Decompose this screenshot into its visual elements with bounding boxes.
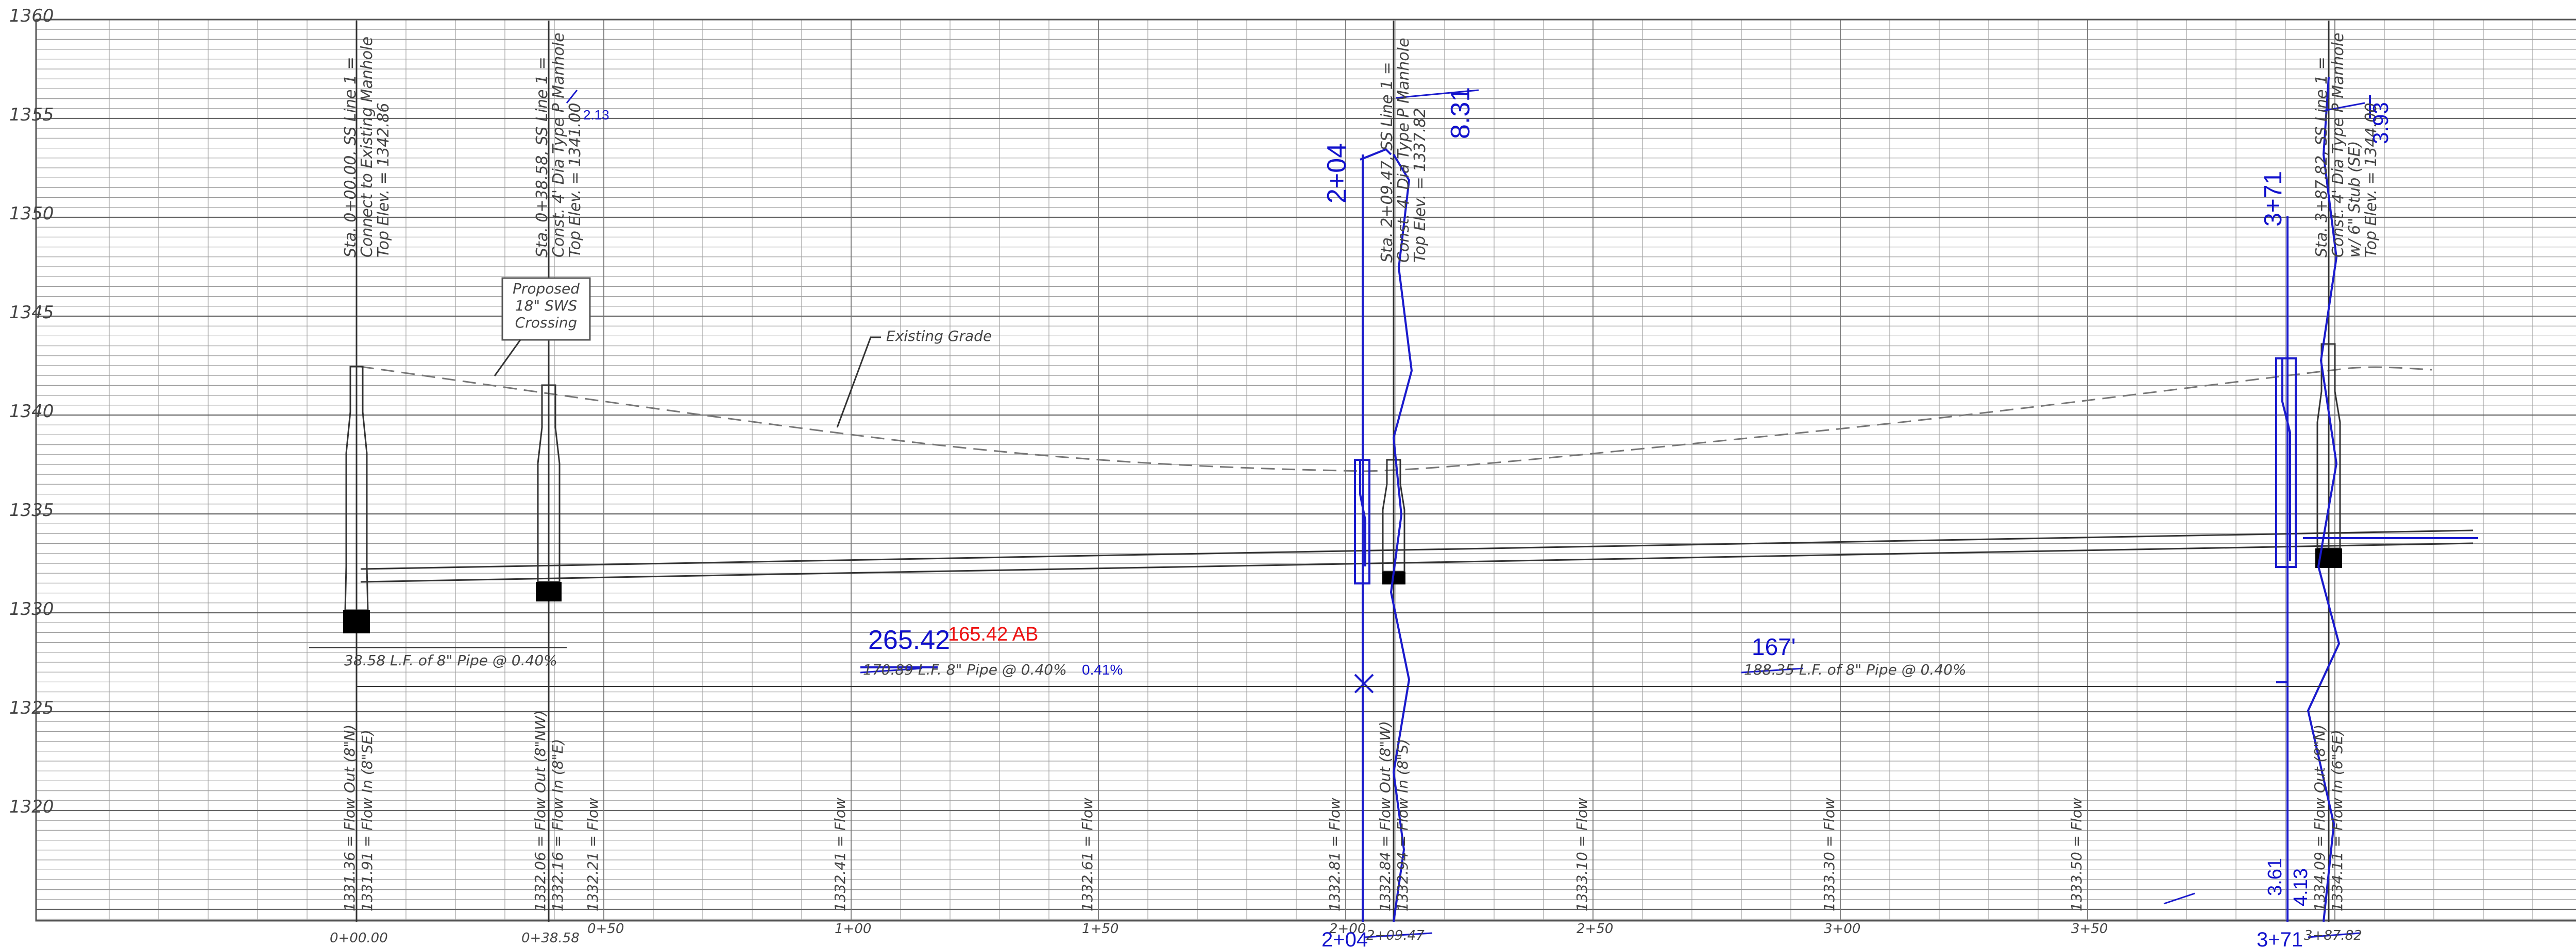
mh3-line-3: Top Elev. = 1337.82: [1411, 108, 1429, 263]
elev-label-left: 1360: [9, 6, 54, 26]
station-label: 0+38.58: [521, 930, 580, 946]
flow-label: 1333.50 = Flow: [2068, 798, 2085, 911]
station-labels: 0+00.00 0+38.58 0+50 1+00 1+50 2+00 2+50…: [330, 921, 2108, 946]
flow-label: 1334.11 = Flow In (6"SE): [2329, 730, 2346, 911]
flow-label: 1331.91 = Flow In (8"SE): [359, 730, 376, 911]
station-label: 0+00.00: [330, 930, 388, 946]
flow-label: 1332.61 = Flow: [1079, 798, 1096, 911]
run2-new-slope: 0.41%: [1082, 662, 1123, 678]
mh4-line-3: w/ 6" Stub (SE): [2346, 141, 2364, 257]
elev-label-left: 1320: [9, 797, 54, 817]
elevation-labels-left: 1360 1355 1350 1345 1340 1335 1330 1325 …: [9, 6, 54, 817]
station-label: 0+50: [587, 921, 624, 937]
sanitary-pipe: [360, 529, 2473, 583]
mh4-line-4: Top Elev. = 1344.00: [2362, 103, 2380, 257]
run3-label: 188.35 L.F. of 8" Pipe @ 0.40%: [1744, 661, 1967, 678]
mh2-markup: 2.13: [583, 107, 609, 123]
dimension-lines: [309, 647, 2329, 693]
mh3-label: Sta. 2+09.47, SS Line 1 = Const. 4' Dia …: [1378, 38, 1429, 263]
manhole-mh1: [343, 21, 370, 922]
mh4-station-markup: 3+71: [2260, 171, 2287, 227]
mh3-line-2: Const. 4' Dia Type P Manhole: [1395, 38, 1413, 263]
crossing-line-3: Crossing: [515, 314, 578, 331]
sta3-struck: 3+87.82: [2304, 928, 2362, 943]
flow-label: 1332.81 = Flow: [1326, 798, 1343, 911]
structure-labels: Sta. 0+00.00, SS Line 1 = Connect to Exi…: [342, 32, 2380, 263]
mh4-label: Sta. 3+87.82, SS Line 1 = Const. 4' Dia …: [2313, 32, 2380, 257]
markup-layer: [566, 77, 2478, 938]
sta2-struck: 2+09.47: [1366, 928, 1425, 943]
flow-label: 1332.16 = Flow In (8"E): [549, 739, 566, 911]
mh2-label: Sta. 0+38.58, SS Line 1 = Const. 4' Dia …: [533, 32, 584, 257]
profile-frame: [35, 19, 2576, 922]
crossing-callout: Proposed 18" SWS Crossing: [494, 277, 591, 376]
station-label: 1+00: [835, 921, 871, 937]
run1-label: 38.58 L.F. of 8" Pipe @ 0.40%: [344, 652, 557, 669]
elev-label-left: 1330: [9, 599, 54, 619]
mh1-line-3: Top Elev. = 1342.86: [375, 103, 393, 257]
flow-label: 1332.94 = Flow In (8"S): [1394, 739, 1411, 911]
flow-label: 1332.41 = Flow: [832, 798, 849, 911]
sta2-markup: 2+04: [1321, 928, 1368, 948]
run2-label: 170.89 L.F. 8" Pipe @ 0.40%: [863, 661, 1067, 678]
flow-labels: 1331.36 = Flow Out (8"N) 1331.91 = Flow …: [341, 710, 2346, 911]
station-label: 1+50: [1082, 921, 1118, 937]
mh4-line-1: Sta. 3+87.82, SS Line 1 =: [2313, 57, 2331, 257]
flow-label: 1331.36 = Flow Out (8"N): [341, 725, 358, 911]
structure-markup: 2.13 8.31 2+04 3.93 3+71: [583, 87, 2393, 227]
mh4-line-2: Const. 4' Dia Type P Manhole: [2329, 32, 2347, 257]
flow-label: 1334.09 = Flow Out (8"N): [2311, 725, 2328, 911]
depth-b: 4.13: [2290, 868, 2312, 906]
mh2-line-3: Top Elev. = 1341.00: [566, 103, 584, 257]
mh1-line-2: Connect to Existing Manhole: [358, 37, 376, 257]
crossing-line-1: Proposed: [513, 280, 580, 297]
run2-revision: 165.42 AB: [948, 624, 1038, 645]
elev-label-left: 1325: [9, 698, 54, 718]
flow-label: 1332.06 = Flow Out (8"NW): [532, 710, 549, 911]
manhole-mh2: [536, 21, 562, 922]
elev-label-left: 1355: [9, 105, 54, 125]
flow-label: 1332.84 = Flow Out (8"W): [1377, 721, 1394, 911]
mh3-markup: 8.31: [1446, 87, 1476, 139]
existing-grade-line: [360, 366, 2432, 472]
major-grid: [36, 19, 2576, 921]
existing-grade-callout: Existing Grade: [836, 328, 992, 428]
sta3-markup: 3+71: [2257, 928, 2303, 948]
flow-label: 1333.30 = Flow: [1821, 798, 1838, 911]
mh3-line-1: Sta. 2+09.47, SS Line 1 =: [1378, 62, 1396, 263]
mh4-markup: 3.93: [2368, 102, 2393, 144]
mh2-line-2: Const. 4' Dia Type P Manhole: [550, 32, 568, 257]
run3-new-length: 167': [1752, 633, 1796, 660]
mh1-line-1: Sta. 0+00.00, SS Line 1 =: [342, 57, 360, 257]
station-label: 2+50: [1577, 921, 1613, 937]
station-label: 2+00: [1329, 921, 1366, 937]
elev-label-left: 1340: [9, 401, 54, 422]
depth-a: 3.61: [2264, 858, 2286, 896]
flow-label: 1332.21 = Flow: [584, 798, 601, 911]
elev-label-left: 1335: [9, 500, 54, 521]
bottom-markup: 2+04 2+09.47 3+71 3+87.82 3.61 4.13: [1321, 858, 2362, 948]
mh3-station-markup: 2+04: [1322, 143, 1352, 203]
station-label: 3+50: [2071, 921, 2108, 937]
elev-label-left: 1350: [9, 203, 54, 224]
existing-grade-text: Existing Grade: [886, 328, 992, 344]
station-label: 3+00: [1824, 921, 1860, 937]
mh2-line-1: Sta. 0+38.58, SS Line 1 =: [533, 57, 551, 257]
elev-label-left: 1345: [9, 302, 54, 323]
crossing-line-2: 18" SWS: [515, 297, 578, 314]
mh1-label: Sta. 0+00.00, SS Line 1 = Connect to Exi…: [342, 37, 393, 257]
manhole-mh4: [2315, 21, 2342, 922]
run2-new-length: 265.42: [868, 625, 950, 655]
pipe-run-labels: 38.58 L.F. of 8" Pipe @ 0.40% 170.89 L.F…: [344, 624, 1967, 678]
flow-label: 1333.10 = Flow: [1573, 798, 1590, 911]
